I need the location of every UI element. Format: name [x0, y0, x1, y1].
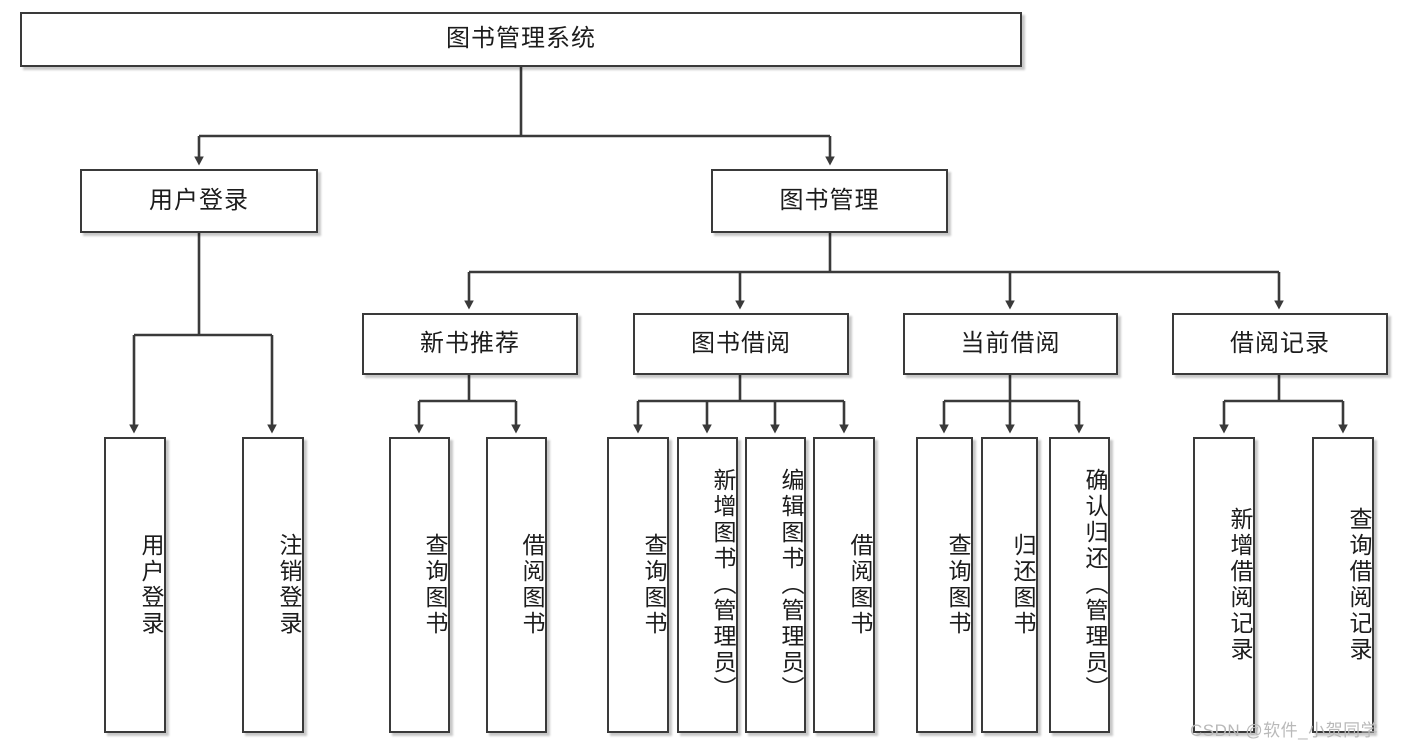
node-leaf-edit-book-admin[interactable]: 编辑图书（管理员） [745, 437, 806, 733]
node-book-management[interactable]: 图书管理 [711, 169, 948, 233]
node-leaf-logout-label: 注销登录 [276, 533, 302, 637]
node-leaf-confirm-return-admin[interactable]: 确认归还（管理员） [1049, 437, 1110, 733]
node-leaf-add-book-admin[interactable]: 新增图书（管理员） [677, 437, 738, 733]
node-leaf-new-book-borrow-label: 借阅图书 [519, 533, 545, 637]
node-leaf-return-book-label: 归还图书 [1010, 533, 1036, 637]
node-leaf-borrow-book[interactable]: 借阅图书 [813, 437, 875, 733]
node-borrow-record[interactable]: 借阅记录 [1172, 313, 1388, 375]
node-leaf-add-borrow-record[interactable]: 新增借阅记录 [1193, 437, 1255, 733]
node-new-book-recommend-label: 新书推荐 [420, 329, 520, 357]
node-leaf-confirm-return-admin-label: 确认归还（管理员） [1082, 468, 1108, 702]
node-leaf-edit-book-admin-label: 编辑图书（管理员） [778, 468, 804, 702]
node-book-management-label: 图书管理 [779, 186, 880, 214]
node-user-login[interactable]: 用户登录 [80, 169, 318, 233]
node-leaf-borrow-query-book-label: 查询图书 [641, 533, 667, 637]
node-user-login-label: 用户登录 [149, 186, 249, 214]
node-book-borrow[interactable]: 图书借阅 [633, 313, 849, 375]
node-leaf-new-book-query[interactable]: 查询图书 [389, 437, 450, 733]
node-leaf-query-borrow-record[interactable]: 查询借阅记录 [1312, 437, 1374, 733]
node-leaf-add-borrow-record-label: 新增借阅记录 [1227, 507, 1253, 663]
node-leaf-user-login-label: 用户登录 [138, 533, 164, 637]
node-leaf-user-login[interactable]: 用户登录 [104, 437, 166, 733]
node-leaf-current-query-book-label: 查询图书 [945, 533, 971, 637]
node-current-borrow-label: 当前借阅 [960, 329, 1061, 357]
watermark: CSDN @软件_小贺同学 [1190, 721, 1379, 740]
node-root[interactable]: 图书管理系统 [20, 12, 1022, 67]
node-leaf-current-query-book[interactable]: 查询图书 [916, 437, 973, 733]
node-borrow-record-label: 借阅记录 [1230, 329, 1330, 357]
node-leaf-new-book-query-label: 查询图书 [422, 533, 448, 637]
node-leaf-borrow-book-label: 借阅图书 [847, 533, 873, 637]
node-leaf-new-book-borrow[interactable]: 借阅图书 [486, 437, 547, 733]
node-leaf-borrow-query-book[interactable]: 查询图书 [607, 437, 669, 733]
node-leaf-add-book-admin-label: 新增图书（管理员） [710, 468, 736, 702]
node-book-borrow-label: 图书借阅 [691, 329, 791, 357]
node-leaf-query-borrow-record-label: 查询借阅记录 [1346, 507, 1372, 663]
node-new-book-recommend[interactable]: 新书推荐 [362, 313, 578, 375]
node-leaf-return-book[interactable]: 归还图书 [981, 437, 1038, 733]
node-current-borrow[interactable]: 当前借阅 [903, 313, 1118, 375]
node-leaf-logout[interactable]: 注销登录 [242, 437, 304, 733]
node-root-label: 图书管理系统 [446, 25, 596, 53]
